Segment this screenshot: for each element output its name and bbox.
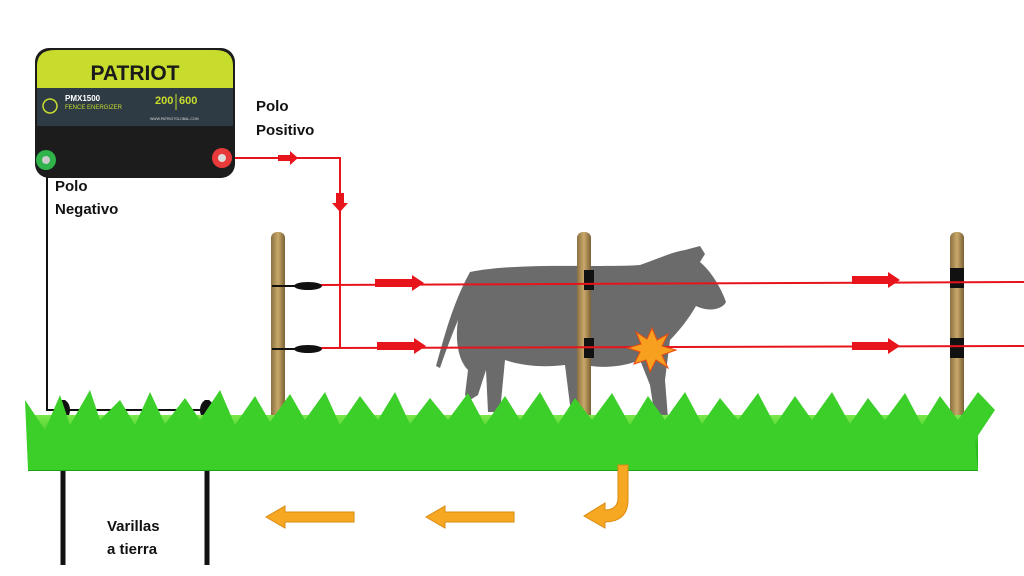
insulators — [272, 282, 322, 353]
negative-pole-label-2: Negativo — [55, 201, 118, 218]
arrow-curve-icon — [583, 464, 629, 529]
brand-logo: PATRIOT — [90, 62, 179, 85]
ground-rods-label-2: a tierra — [107, 541, 158, 558]
positive-pole-label-1: Polo — [256, 98, 289, 115]
fence-post-3 — [950, 232, 964, 442]
model-subtitle: FENCE ENERGIZER — [65, 105, 123, 111]
ground-rods-label-1: Varillas — [107, 518, 160, 535]
grass — [25, 390, 995, 471]
return-current-arrows — [265, 464, 629, 529]
positive-pole-label-2: Positivo — [256, 122, 314, 139]
current-arrows — [278, 151, 900, 354]
fence-post-1 — [271, 232, 285, 442]
fence-wires — [226, 157, 1024, 349]
negative-pole-label-1: Polo — [55, 178, 88, 195]
rating-right: 600 — [179, 95, 197, 107]
arrow-left-icon — [425, 505, 515, 529]
spark-icon — [626, 326, 678, 374]
ground-wiring — [46, 165, 214, 565]
model-name: PMX1500 — [65, 94, 101, 103]
arrow-down-icon — [332, 193, 348, 212]
arrow-right-icon — [852, 338, 900, 354]
rating-left: 200 — [155, 95, 173, 107]
arrow-right-icon — [377, 338, 426, 354]
arrow-right-icon — [852, 272, 900, 288]
fence-energizer: PATRIOT PMX1500 FENCE ENERGIZER 200 600 … — [35, 48, 235, 178]
arrow-right-icon — [278, 151, 298, 165]
plug-icon — [42, 98, 58, 114]
arrow-right-icon — [375, 275, 424, 291]
arrow-left-icon — [265, 505, 355, 529]
website: WWW.PATRIOTGLOBAL.COM — [150, 117, 199, 121]
